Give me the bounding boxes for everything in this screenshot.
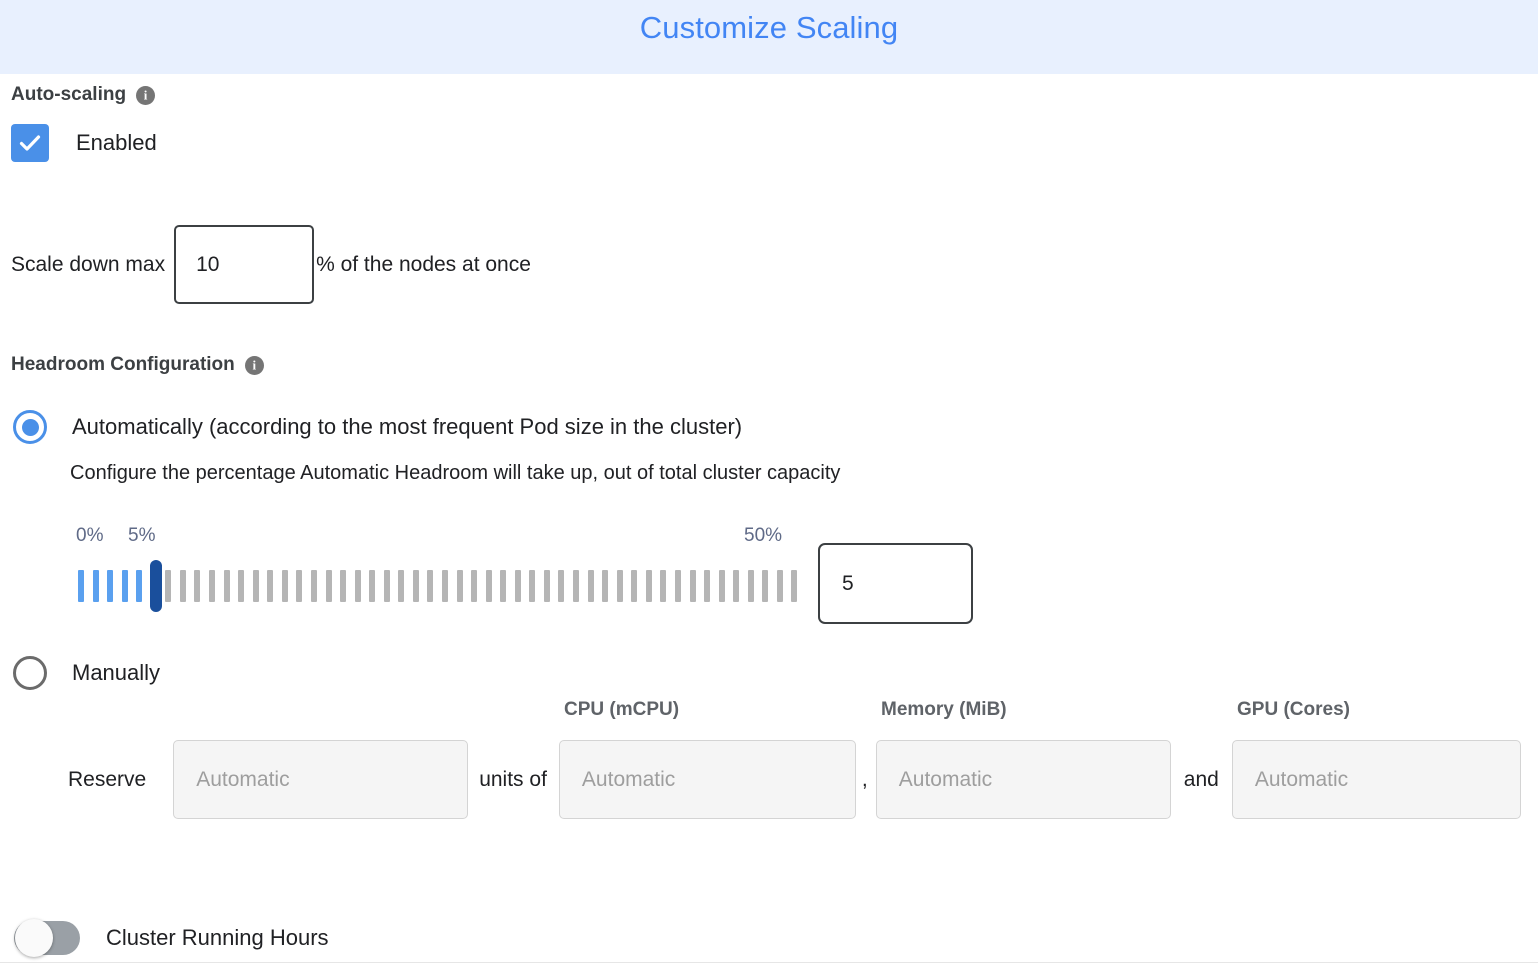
slider-tick[interactable]	[427, 570, 434, 602]
slider-tick[interactable]	[281, 570, 288, 602]
slider-tick[interactable]	[296, 570, 303, 602]
gpu-input[interactable]: Automatic	[1231, 740, 1521, 819]
slider-tick[interactable]	[442, 570, 448, 602]
slider-tick[interactable]	[354, 570, 361, 602]
toggle-knob	[15, 919, 53, 957]
slider-tick[interactable]	[762, 570, 769, 602]
slider-tick[interactable]	[267, 570, 274, 602]
slider-tick[interactable]	[514, 570, 521, 602]
auto-scaling-section-heading: Auto-scaling i	[11, 84, 156, 106]
slider-tick[interactable]	[631, 570, 638, 602]
slider-tick[interactable]	[485, 570, 492, 602]
headroom-helper-text: Configure the percentage Automatic Headr…	[70, 462, 841, 484]
auto-scaling-label: Auto-scaling	[11, 84, 127, 105]
scale-down-max-suffix: % of the nodes at once	[316, 252, 531, 276]
headroom-configuration-heading: Headroom Configuration i	[11, 354, 264, 376]
slider-tick[interactable]	[602, 570, 609, 602]
reserve-row: Reserve Automatic units of Automatic , A…	[68, 740, 1521, 819]
slider-tick[interactable]	[340, 570, 347, 602]
headroom-option-manual[interactable]: Manually	[13, 656, 160, 690]
slider-tick[interactable]	[500, 570, 507, 602]
scale-down-max-label: Scale down max	[11, 252, 166, 276]
slider-tick[interactable]	[78, 570, 84, 602]
cluster-running-hours-row[interactable]: Cluster Running Hours	[14, 919, 329, 957]
scale-down-max-input[interactable]: 10	[174, 225, 315, 304]
headroom-option-automatic[interactable]: Automatically (according to the most fre…	[13, 410, 742, 444]
info-icon-glyph: i	[252, 357, 257, 372]
slider-tick[interactable]	[587, 570, 594, 602]
slider-tick[interactable]	[718, 570, 725, 602]
enabled-label: Enabled	[76, 130, 157, 155]
slider-tick[interactable]	[791, 570, 798, 602]
slider-tick[interactable]	[456, 570, 463, 602]
enabled-checkbox[interactable]	[11, 124, 49, 162]
info-icon[interactable]: i	[136, 85, 156, 105]
reserve-units-input[interactable]: Automatic	[173, 740, 469, 819]
gpu-column-header: GPU (Cores)	[1237, 699, 1350, 720]
slider-tick[interactable]	[165, 570, 172, 602]
scale-down-max-row: Scale down max 10 % of the nodes at once	[11, 225, 531, 304]
slider-min-label: 0%	[76, 525, 104, 546]
slider-tick[interactable]	[660, 570, 667, 602]
radio-manual[interactable]	[13, 656, 47, 690]
cpu-column-header: CPU (mCPU)	[564, 699, 680, 720]
units-of-label: units of	[479, 767, 547, 791]
memory-input[interactable]: Automatic	[875, 740, 1171, 819]
slider-tick[interactable]	[645, 570, 652, 602]
slider-tick[interactable]	[92, 570, 99, 602]
page-title: Customize Scaling	[639, 10, 899, 45]
slider-thumb[interactable]	[149, 560, 162, 612]
slider-tick[interactable]	[238, 570, 245, 602]
slider-tick[interactable]	[310, 570, 317, 602]
slider-tick[interactable]	[558, 570, 565, 602]
slider-tick[interactable]	[471, 570, 478, 602]
radio-automatic-label: Automatically (according to the most fre…	[72, 414, 743, 439]
slider-tick[interactable]	[383, 570, 390, 602]
headroom-percentage-input[interactable]: 5	[818, 543, 973, 624]
slider-tick[interactable]	[616, 570, 623, 602]
bottom-divider	[0, 962, 1538, 963]
cpu-input[interactable]: Automatic	[558, 740, 856, 819]
slider-tick[interactable]	[209, 570, 216, 602]
slider-current-label: 5%	[128, 525, 156, 546]
memory-column-header: Memory (MiB)	[881, 699, 1007, 720]
slider-tick[interactable]	[573, 570, 580, 602]
headroom-configuration-label: Headroom Configuration	[11, 354, 235, 375]
slider-tick[interactable]	[325, 570, 332, 602]
radio-automatic[interactable]	[13, 410, 47, 444]
slider-tick[interactable]	[223, 570, 230, 602]
auto-scaling-enabled-row[interactable]: Enabled	[11, 124, 157, 162]
slider-tick[interactable]	[733, 570, 740, 602]
slider-tick[interactable]	[369, 570, 376, 602]
slider-tick[interactable]	[252, 570, 259, 602]
cluster-running-hours-label: Cluster Running Hours	[106, 925, 329, 950]
headroom-percentage-slider[interactable]: 0% 5% 50%	[0, 525, 1000, 645]
slider-tick[interactable]	[107, 570, 114, 602]
slider-tick[interactable]	[689, 570, 696, 602]
slider-tick[interactable]	[194, 570, 201, 602]
slider-tick[interactable]	[704, 570, 711, 602]
slider-tick[interactable]	[776, 570, 783, 602]
slider-tick[interactable]	[121, 570, 128, 602]
info-icon-glyph: i	[143, 87, 148, 102]
and-label: and	[1183, 767, 1219, 791]
slider-tick[interactable]	[529, 570, 536, 602]
cluster-running-hours-toggle[interactable]	[14, 919, 80, 957]
slider-tick[interactable]	[543, 570, 550, 602]
slider-max-label: 50%	[744, 525, 783, 546]
comma-separator: ,	[861, 767, 868, 791]
reserve-label: Reserve	[68, 767, 147, 791]
slider-tick[interactable]	[179, 570, 186, 602]
slider-tick[interactable]	[747, 570, 754, 602]
dialog-header: Customize Scaling	[0, 0, 1538, 74]
radio-manual-label: Manually	[72, 660, 161, 685]
slider-tick[interactable]	[136, 570, 143, 602]
slider-tick[interactable]	[674, 570, 681, 602]
slider-tick-track[interactable]	[78, 570, 806, 602]
info-icon[interactable]: i	[244, 355, 264, 375]
slider-tick[interactable]	[398, 570, 405, 602]
slider-tick[interactable]	[412, 570, 419, 602]
